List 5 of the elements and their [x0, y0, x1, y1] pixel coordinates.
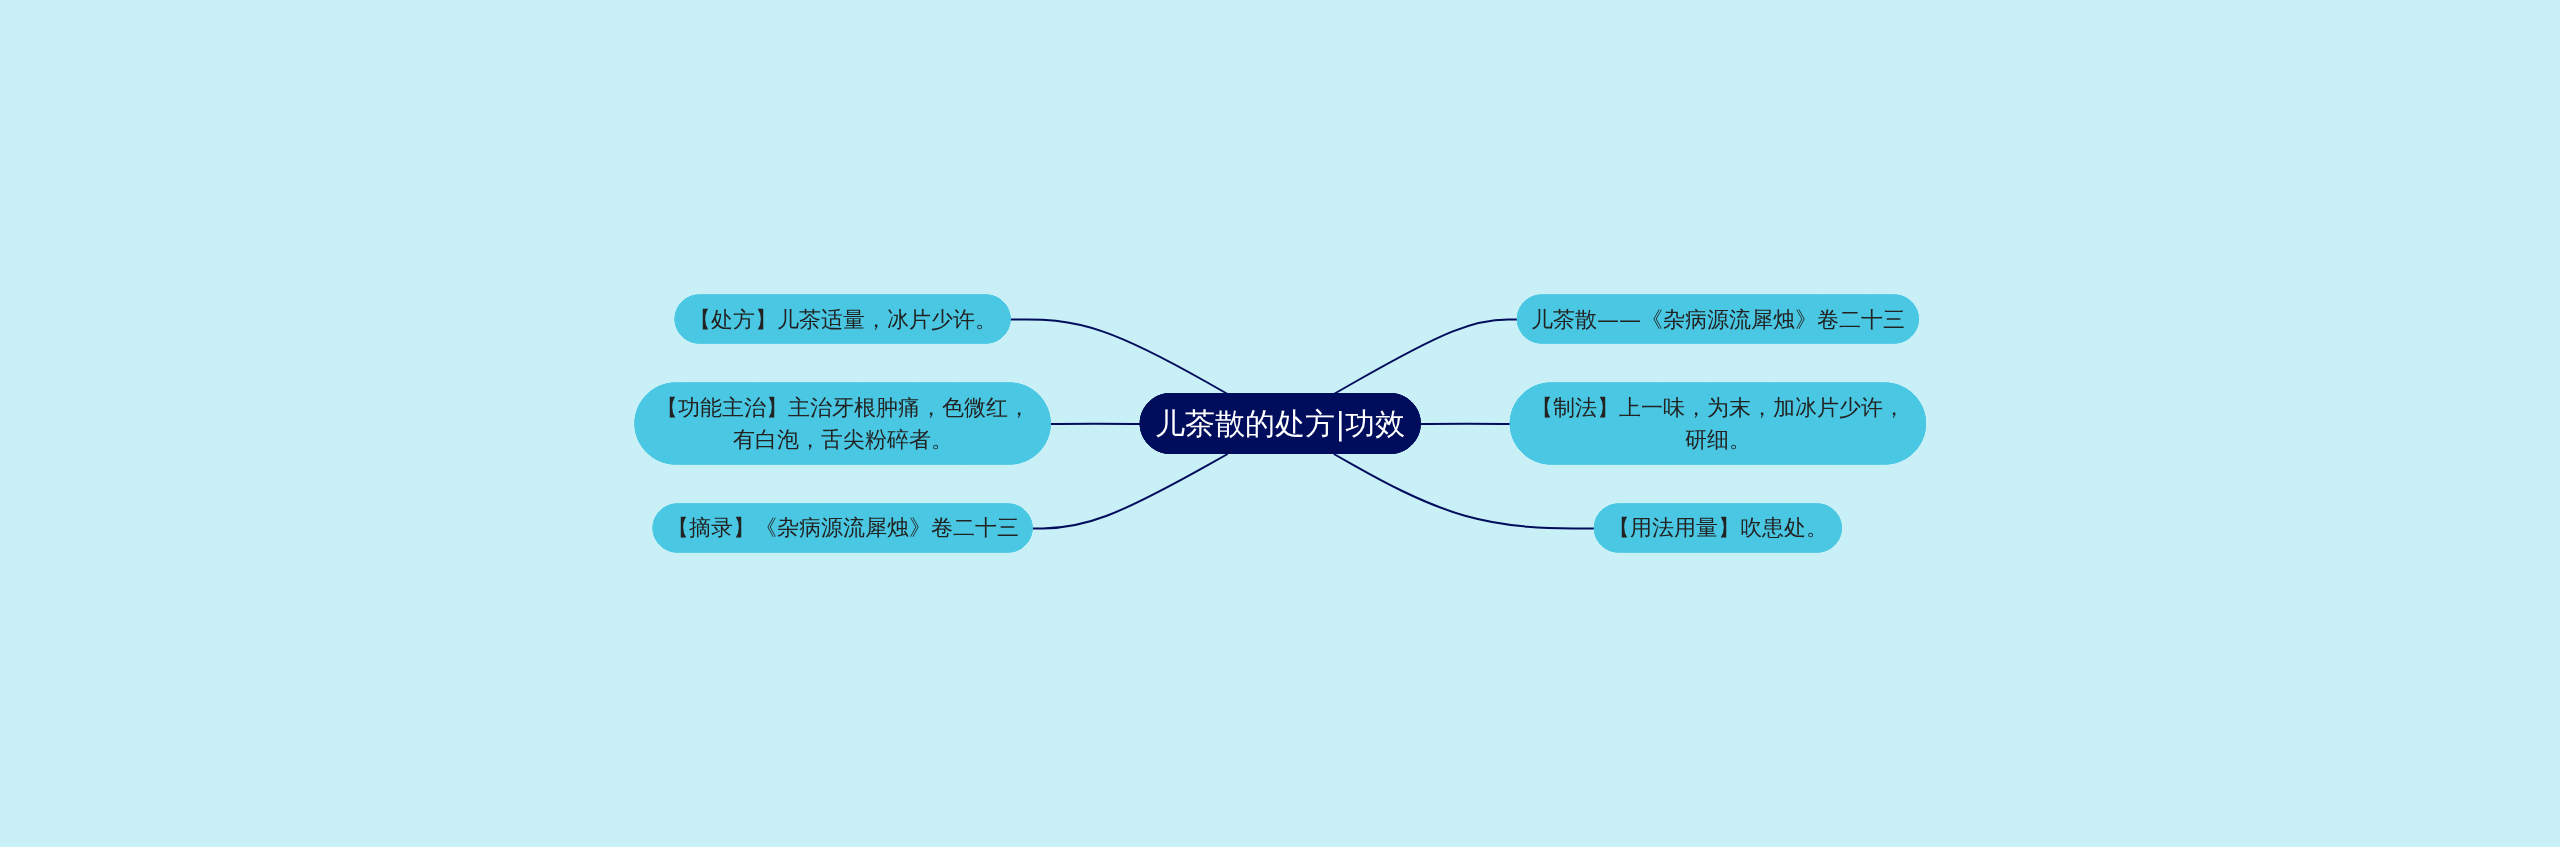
connector [1419, 422, 1512, 425]
connector [1031, 453, 1229, 530]
connector [1332, 318, 1519, 395]
connector [1332, 453, 1596, 530]
connector [1009, 318, 1229, 395]
